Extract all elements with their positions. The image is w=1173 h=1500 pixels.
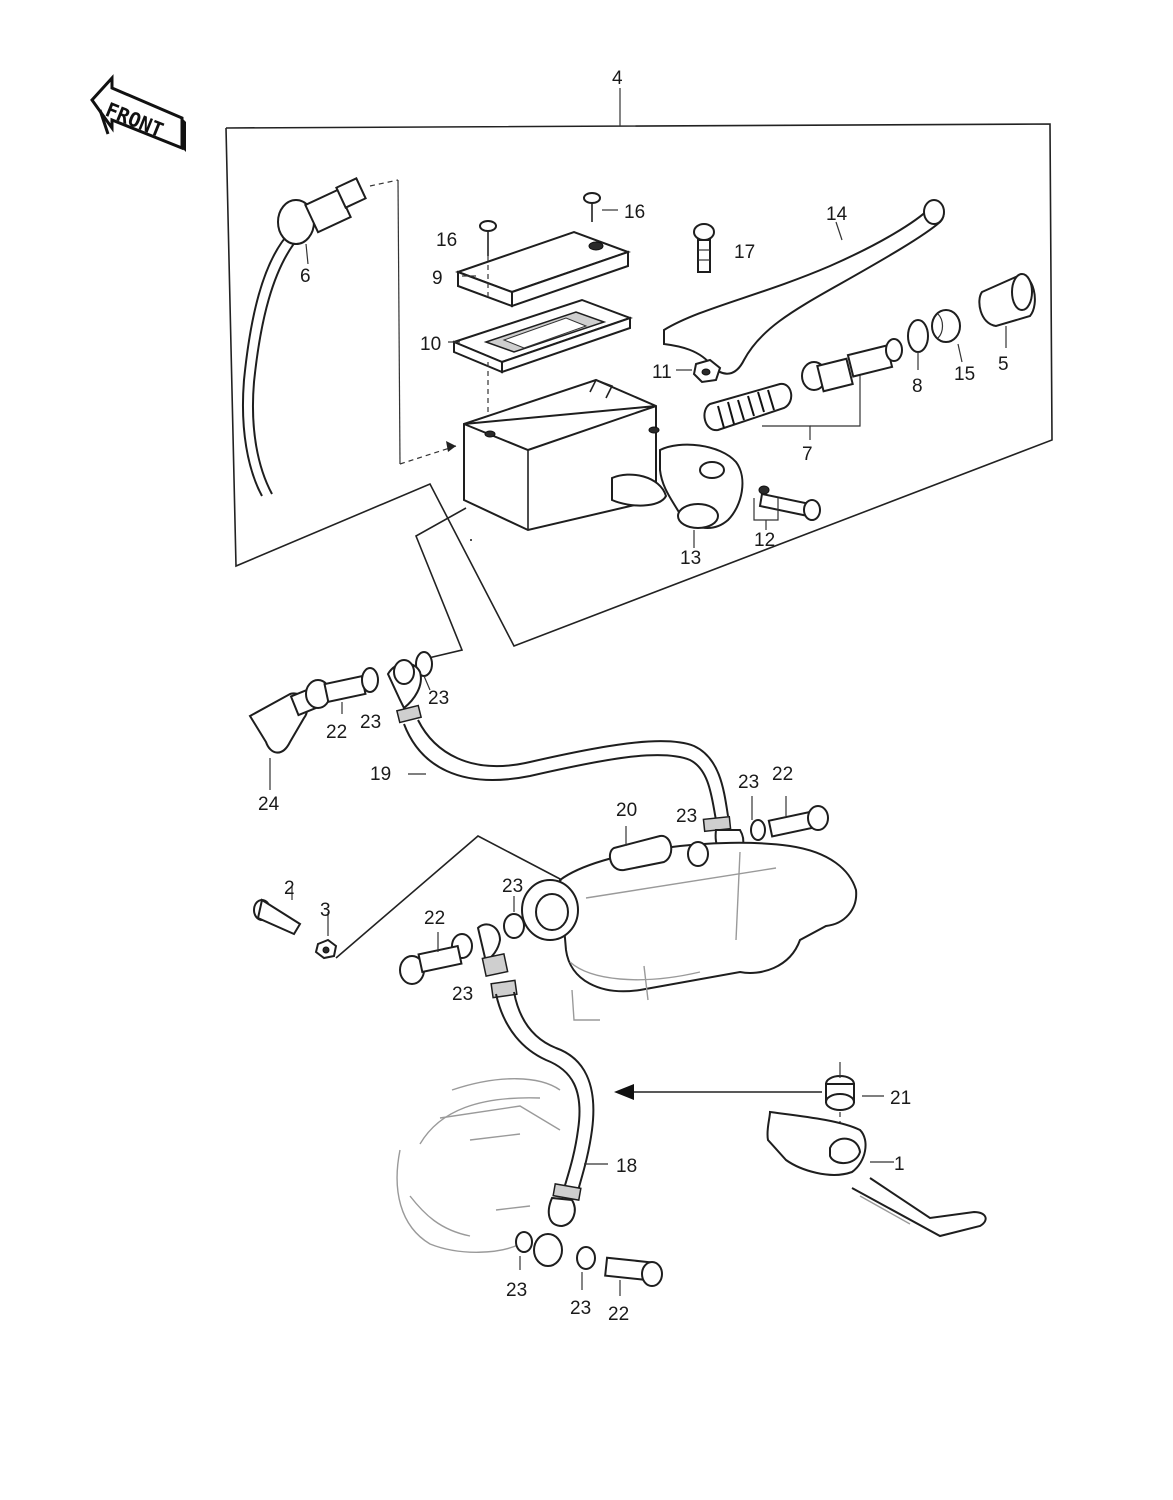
lever-bracket-clamp bbox=[659, 443, 744, 548]
clutch-lever bbox=[663, 199, 945, 375]
callout-16-right: 16 bbox=[624, 202, 645, 223]
callout-23-slave-bottom: 23 bbox=[452, 984, 473, 1005]
callout-20: 20 bbox=[616, 800, 637, 821]
callout-22-slave-left: 22 bbox=[424, 908, 445, 929]
lower-clutch-hose bbox=[476, 923, 608, 1228]
slave-cylinder bbox=[521, 826, 858, 1021]
callout-11: 11 bbox=[652, 362, 672, 383]
dust-boot bbox=[978, 273, 1036, 348]
callout-23-bottom-a: 23 bbox=[506, 1280, 527, 1301]
hose-bracket bbox=[766, 1110, 987, 1238]
callout-23-bottom-b: 23 bbox=[570, 1298, 591, 1319]
sealing-washer-bottom bbox=[515, 1231, 596, 1290]
banjo-bolt-slave bbox=[399, 932, 463, 985]
callout-6: 6 bbox=[300, 266, 311, 287]
callout-21: 21 bbox=[890, 1088, 911, 1109]
hose-guide-arrow bbox=[614, 1084, 822, 1100]
callout-22-bottom: 22 bbox=[608, 1304, 629, 1325]
callout-23-hose-top-b: 23 bbox=[428, 688, 449, 709]
callout-7: 7 bbox=[802, 444, 813, 465]
callout-3: 3 bbox=[320, 900, 331, 921]
front-arrow-badge: FRONT bbox=[90, 74, 186, 152]
callout-24: 24 bbox=[258, 794, 280, 815]
callout-5: 5 bbox=[998, 354, 1009, 375]
piston-spring bbox=[703, 370, 861, 440]
callout-23-hose-top-a: 23 bbox=[360, 712, 381, 733]
callout-17: 17 bbox=[734, 242, 755, 263]
banjo-bolt-right bbox=[750, 796, 829, 841]
bleeder-valve bbox=[253, 835, 563, 960]
banjo-bolt bbox=[305, 675, 367, 714]
callout-22-slave-top: 22 bbox=[772, 764, 793, 785]
callout-19: 19 bbox=[370, 764, 391, 785]
circlip bbox=[931, 309, 963, 363]
callout-23-slave-left: 23 bbox=[502, 876, 523, 897]
engine-case-outline bbox=[396, 1078, 561, 1253]
reservoir-cap bbox=[455, 230, 631, 308]
callout-18: 18 bbox=[616, 1156, 637, 1177]
master-cylinder-assembly-outline bbox=[225, 88, 1053, 648]
reservoir-hose bbox=[241, 177, 457, 497]
clamp-bolt bbox=[753, 485, 821, 530]
banjo-bolt-bottom bbox=[604, 1256, 663, 1296]
hose-guide-grommet bbox=[825, 1062, 884, 1134]
callout-23-slave-mid: 23 bbox=[676, 806, 697, 827]
callout-22-hose-top: 22 bbox=[326, 722, 347, 743]
master-cylinder-body bbox=[463, 378, 668, 532]
callout-13: 13 bbox=[680, 548, 701, 569]
callout-labels: 4 6 16 16 9 10 14 17 11 8 15 5 7 13 12 2… bbox=[258, 68, 1009, 1325]
reservoir-diaphragm bbox=[448, 298, 633, 432]
callout-2: 2 bbox=[284, 878, 295, 899]
callout-23-slave-top: 23 bbox=[738, 772, 759, 793]
callout-12: 12 bbox=[754, 530, 775, 551]
leader-lines-hose bbox=[414, 507, 472, 661]
callout-15: 15 bbox=[954, 364, 975, 385]
piston bbox=[801, 338, 903, 393]
callout-9: 9 bbox=[432, 268, 443, 289]
callout-1: 1 bbox=[894, 1154, 905, 1175]
callout-16-left: 16 bbox=[436, 230, 457, 251]
callout-14: 14 bbox=[826, 204, 848, 225]
callout-4: 4 bbox=[612, 68, 623, 89]
piston-stop-washer bbox=[907, 319, 929, 370]
clutch-switch-fitting bbox=[248, 687, 319, 790]
callout-8: 8 bbox=[912, 376, 923, 397]
lever-pivot-bolt bbox=[693, 223, 715, 273]
cap-screw bbox=[479, 192, 618, 256]
lever-pivot-nut bbox=[676, 358, 722, 384]
callout-10: 10 bbox=[420, 334, 441, 355]
